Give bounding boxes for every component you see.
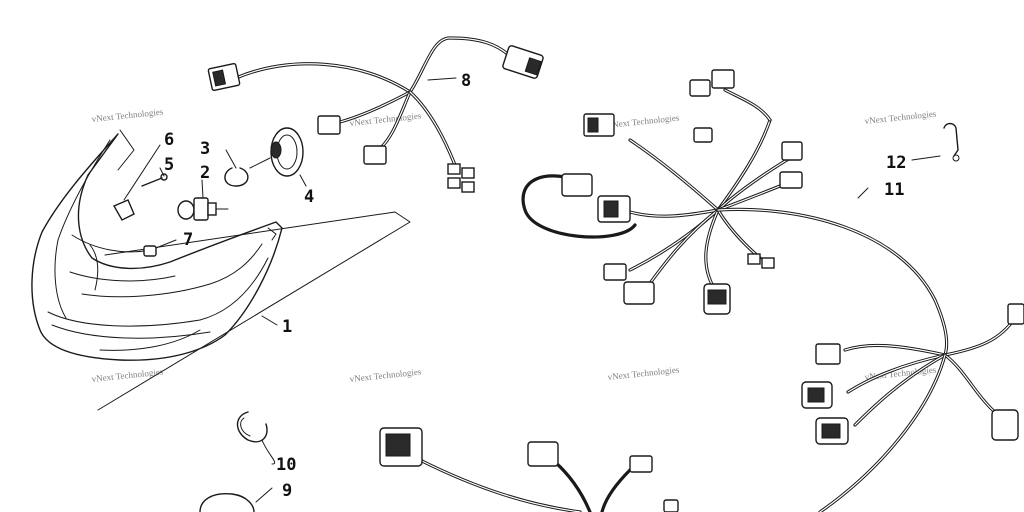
callout-8: 8 [461, 71, 471, 91]
bulb-boot [249, 127, 307, 187]
watermark: vNext Technologies [607, 112, 680, 130]
callout-6: 6 [164, 130, 174, 150]
watermarks: vNext Technologies vNext Technologies vN… [91, 106, 937, 384]
watermark: vNext Technologies [91, 366, 164, 384]
clamp-ring-10 [236, 411, 276, 465]
grommet [143, 239, 177, 257]
lower-harness [379, 427, 679, 512]
clamp-ring-9 [199, 487, 273, 512]
watermark: vNext Technologies [91, 106, 164, 124]
callout-1-bracket [97, 211, 411, 411]
callout-4: 4 [304, 187, 314, 207]
watermark: vNext Technologies [349, 110, 422, 128]
watermark: vNext Technologies [607, 364, 680, 382]
bulb-socket-holder [113, 144, 161, 221]
callout-10: 10 [276, 455, 296, 475]
callout-7: 7 [183, 230, 193, 250]
callout-3: 3 [200, 139, 210, 159]
callout-12: 12 [886, 153, 906, 173]
callout-1: 1 [282, 317, 292, 337]
callouts: 1 2 3 4 5 6 7 8 9 10 11 12 [164, 71, 906, 501]
main-wiring-harness [521, 69, 1024, 512]
callout-2: 2 [200, 163, 210, 183]
watermark: vNext Technologies [349, 366, 422, 384]
mounting-screw [141, 167, 168, 187]
harness-hook [911, 122, 960, 162]
callout-5: 5 [164, 155, 174, 175]
watermark: vNext Technologies [864, 108, 937, 126]
headlight-housing [31, 129, 283, 361]
headlight-bulb [177, 179, 229, 221]
headlight-harness [207, 36, 544, 193]
callout-9: 9 [282, 481, 292, 501]
retaining-clip [224, 149, 249, 187]
callout-11: 11 [884, 180, 904, 200]
